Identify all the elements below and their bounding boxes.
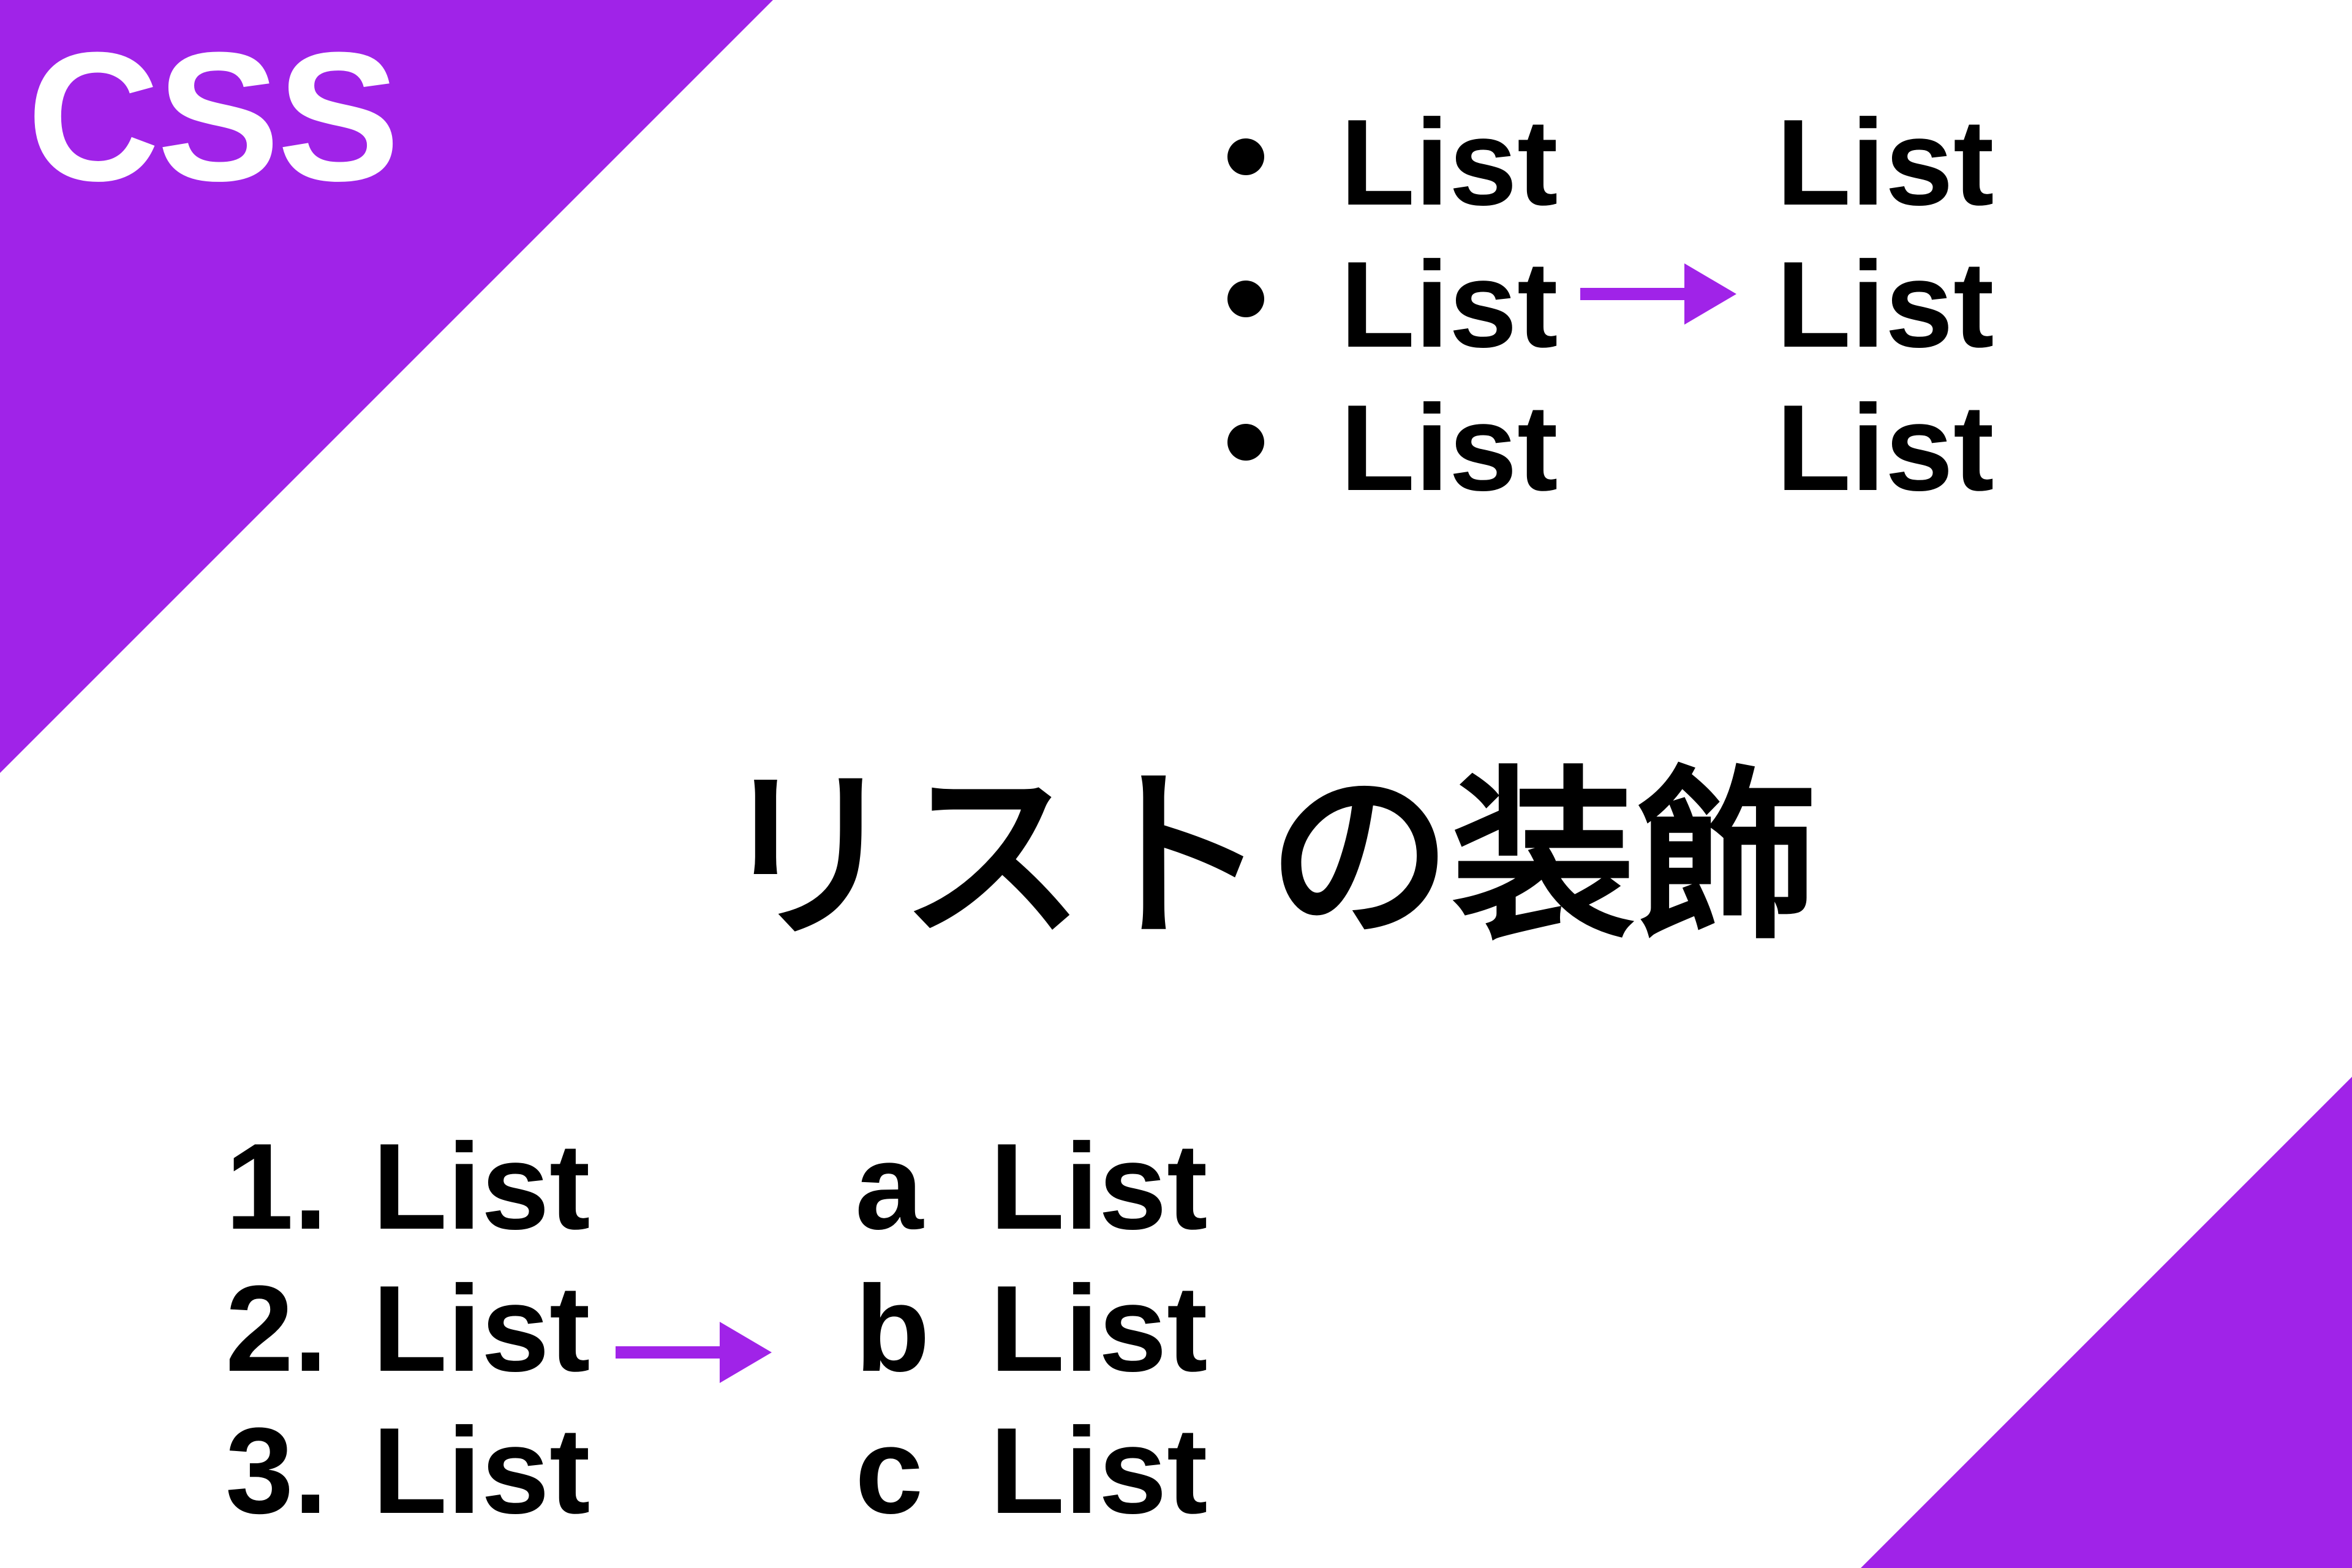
list-marker: b bbox=[855, 1261, 930, 1397]
bullet-icon bbox=[1227, 138, 1264, 175]
list-item: List bbox=[1340, 380, 1558, 516]
bottom-right-triangle bbox=[1861, 1077, 2352, 1568]
list-item: List bbox=[1776, 380, 1994, 516]
page-title: リストの装飾 bbox=[717, 750, 1819, 964]
list-item: List bbox=[372, 1118, 590, 1255]
list-marker: 1. bbox=[225, 1118, 328, 1255]
list-marker: 2. bbox=[225, 1261, 328, 1397]
list-item: List bbox=[372, 1261, 590, 1397]
arrow-right-icon bbox=[616, 1322, 772, 1383]
list-item: List bbox=[990, 1261, 1208, 1397]
list-item: List bbox=[1776, 236, 1994, 373]
top-left-triangle bbox=[0, 0, 773, 773]
bullet-icon bbox=[1227, 281, 1264, 317]
list-marker: a bbox=[855, 1118, 924, 1255]
arrow-right-icon bbox=[1580, 263, 1736, 325]
bullet-icon bbox=[1227, 424, 1264, 461]
list-item: List bbox=[1776, 94, 1994, 231]
list-item: List bbox=[372, 1403, 590, 1539]
list-item: List bbox=[990, 1118, 1208, 1255]
list-item: List bbox=[990, 1403, 1208, 1539]
list-item: List bbox=[1340, 236, 1558, 373]
css-badge: CSS bbox=[27, 13, 400, 219]
list-item: List bbox=[1340, 94, 1558, 231]
list-marker: c bbox=[855, 1403, 924, 1539]
list-marker: 3. bbox=[225, 1403, 328, 1539]
